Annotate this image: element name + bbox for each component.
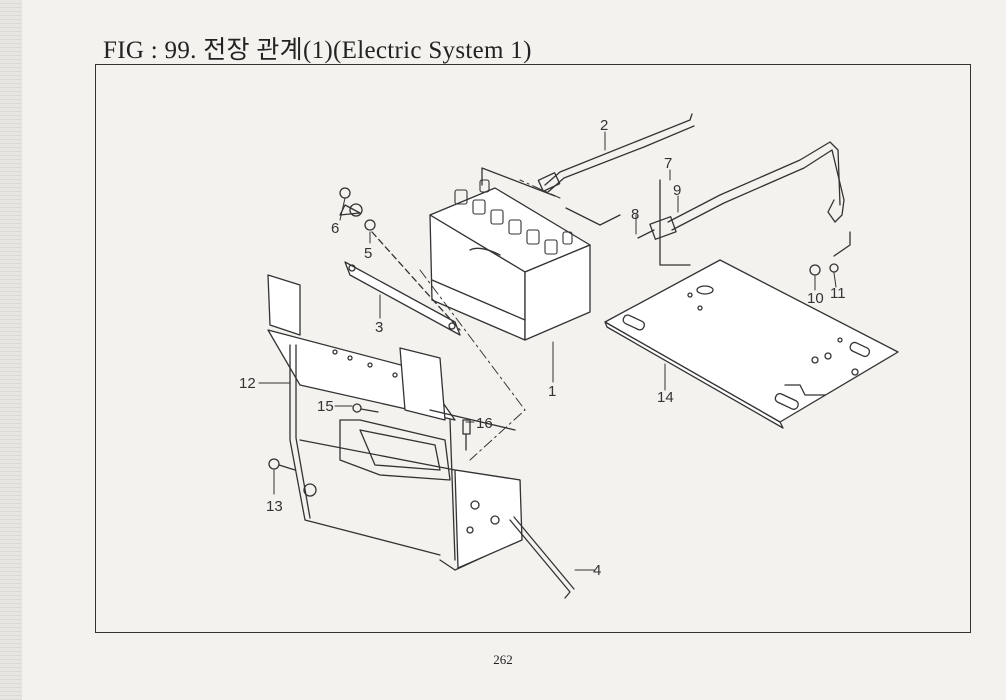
positive-cable [481,113,695,197]
support-rod [509,516,575,599]
battery-plate [604,259,899,429]
callout-12: 12 [239,375,256,392]
callout-5: 5 [364,245,372,262]
book-spine-edge [0,0,22,700]
assembly-guide-lines [419,179,561,461]
battery [429,179,591,341]
battery-frame [267,274,523,571]
callout-6: 6 [331,220,339,237]
page-number: 262 [493,652,513,667]
figure-frame [95,64,971,633]
callout-leaders [258,131,837,571]
hold-down-bar [344,261,461,336]
callout-10: 10 [807,290,824,307]
frame-bolts [268,403,471,471]
callout-1: 1 [548,383,556,400]
callout-14: 14 [657,389,674,406]
callout-15: 15 [317,398,334,415]
ground-cable [565,141,845,266]
callout-numbers: 1 2 3 4 5 6 7 8 9 10 11 12 13 14 15 16 [239,117,846,579]
callout-7: 7 [664,155,672,172]
callout-2: 2 [600,117,608,134]
callout-11: 11 [830,285,846,302]
callout-3: 3 [375,319,383,336]
terminal-bolts [809,231,851,276]
callout-9: 9 [673,182,681,199]
callout-16: 16 [476,415,493,432]
callout-13: 13 [266,498,283,515]
figure-title: FIG : 99. 전장 관계(1)(Electric System 1) [103,37,532,64]
callout-8: 8 [631,206,639,223]
callout-4: 4 [593,562,601,579]
